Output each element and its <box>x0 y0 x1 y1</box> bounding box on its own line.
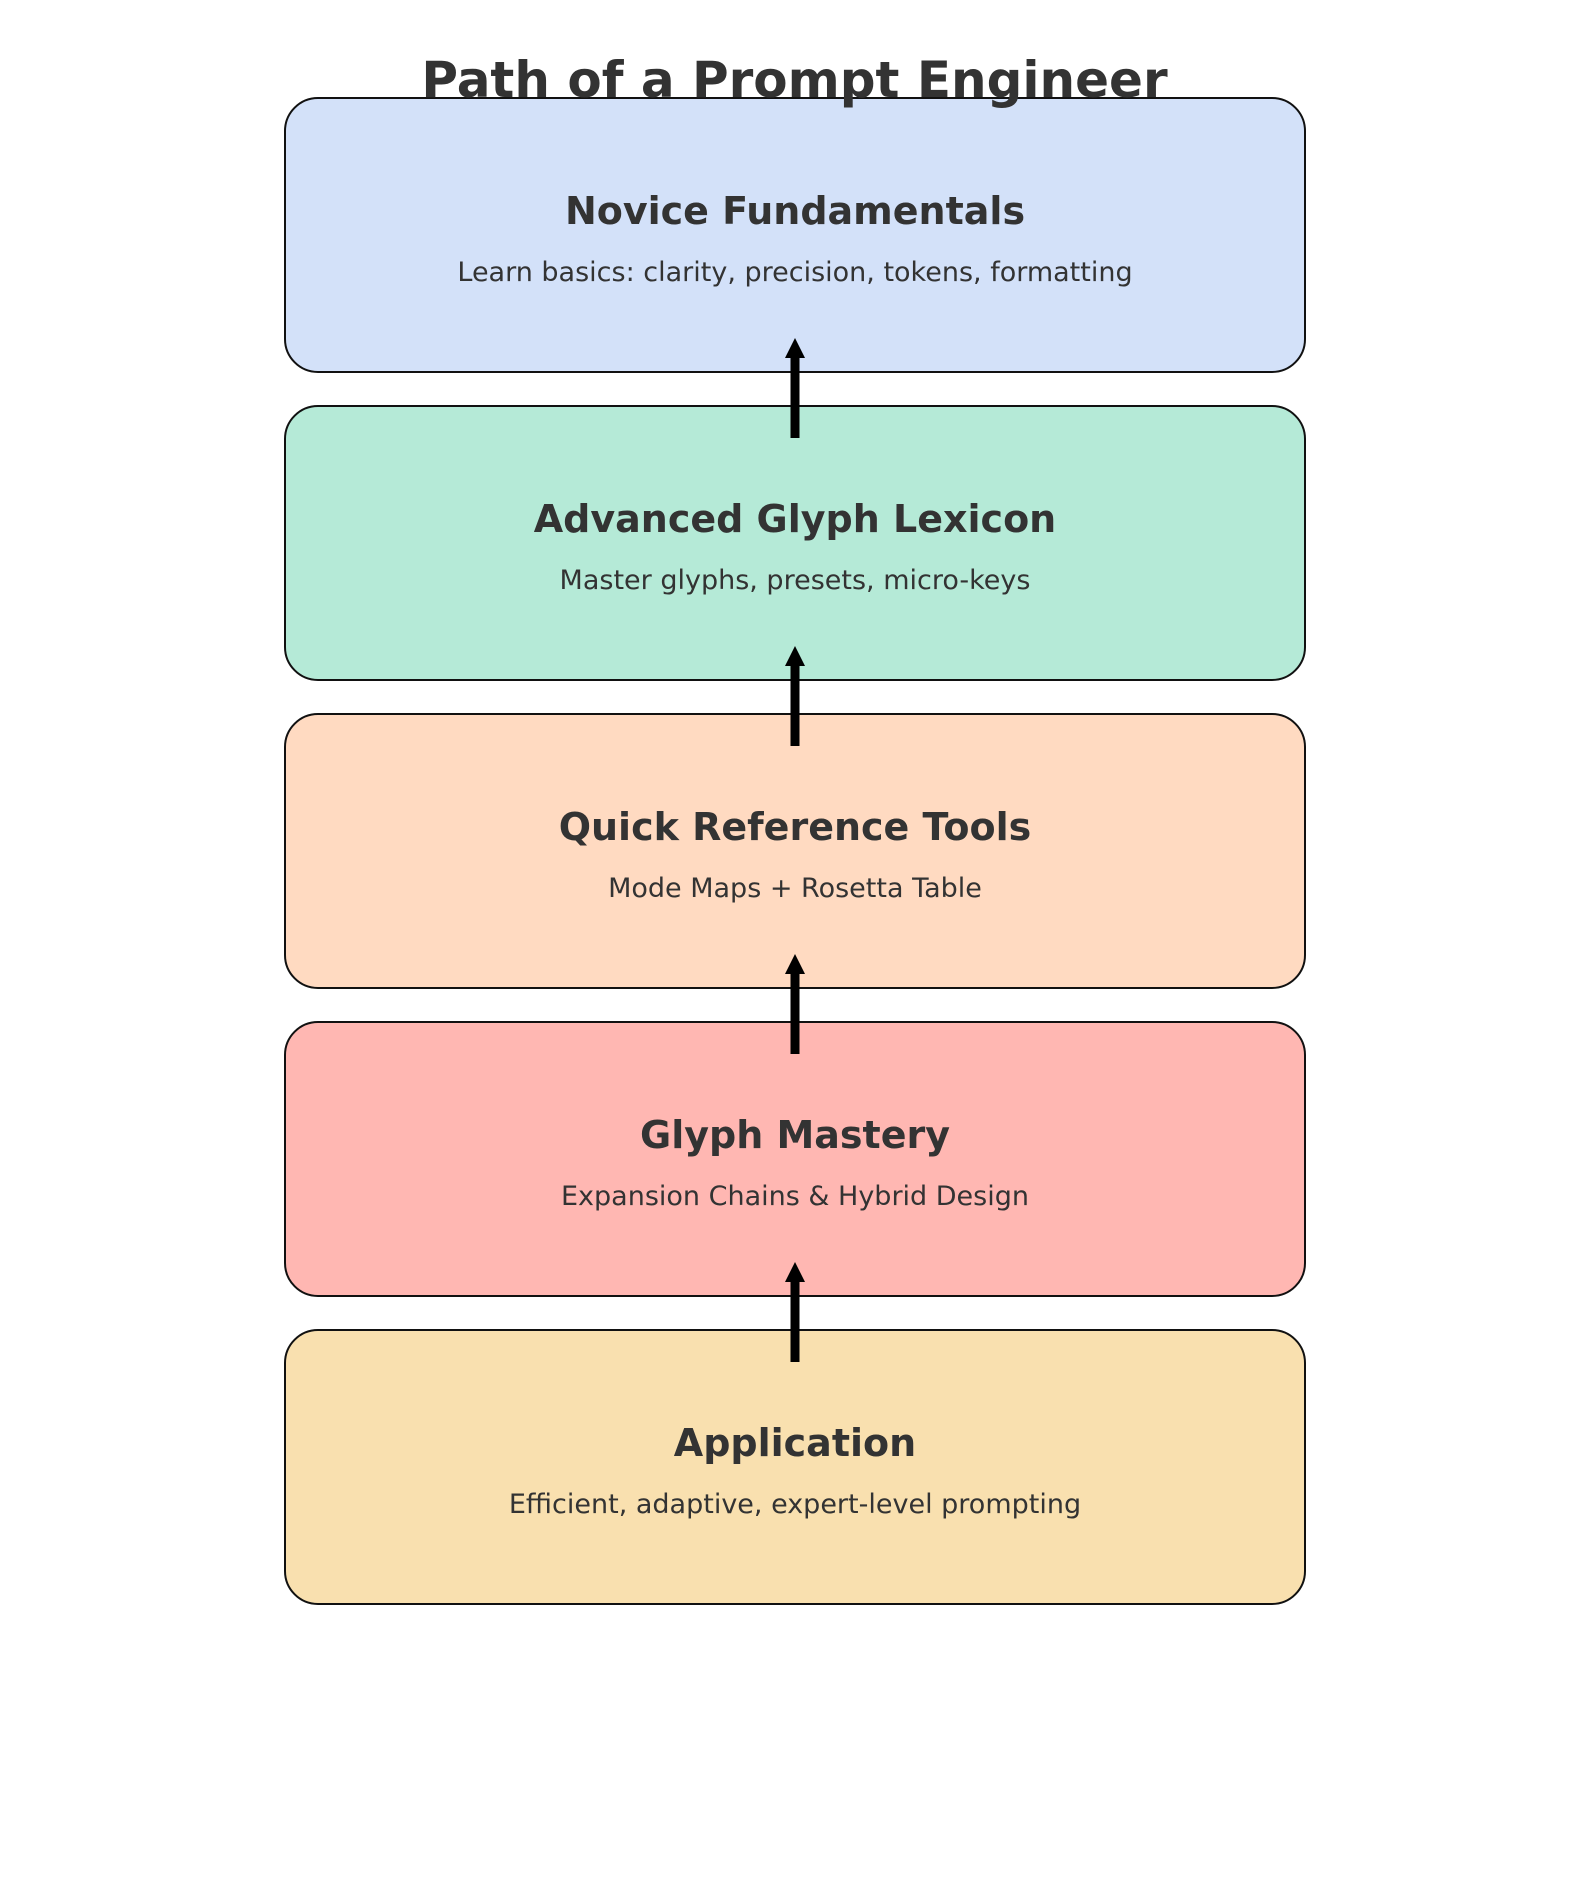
diagram-title: Path of a Prompt Engineer <box>421 51 1168 109</box>
stage-box-advanced-glyph-lexicon: Advanced Glyph Lexicon Master glyphs, pr… <box>284 405 1306 681</box>
stage-title: Glyph Mastery <box>640 1113 950 1157</box>
stage-title: Novice Fundamentals <box>564 189 1026 233</box>
stage-box-glyph-mastery: Glyph Mastery Expansion Chains & Hybrid … <box>284 1021 1306 1297</box>
stage-box-application: Application Efficient, adaptive, expert-… <box>284 1329 1306 1605</box>
stage-description: Efficient, adaptive, expert-level prompt… <box>508 1489 1082 1520</box>
stage-box-novice-fundamentals: Novice Fundamentals Learn basics: clarit… <box>284 97 1306 373</box>
stage-title: Advanced Glyph Lexicon <box>533 497 1057 541</box>
stage-description: Expansion Chains & Hybrid Design <box>561 1181 1029 1212</box>
stage-description: Learn basics: clarity, precision, tokens… <box>457 257 1133 288</box>
stage-title: Quick Reference Tools <box>558 805 1032 849</box>
stage-description: Master glyphs, presets, micro-keys <box>559 565 1031 596</box>
stage-box-quick-reference-tools: Quick Reference Tools Mode Maps + Rosett… <box>284 713 1306 989</box>
stage-title: Application <box>673 1421 917 1465</box>
stage-description: Mode Maps + Rosetta Table <box>608 873 982 904</box>
